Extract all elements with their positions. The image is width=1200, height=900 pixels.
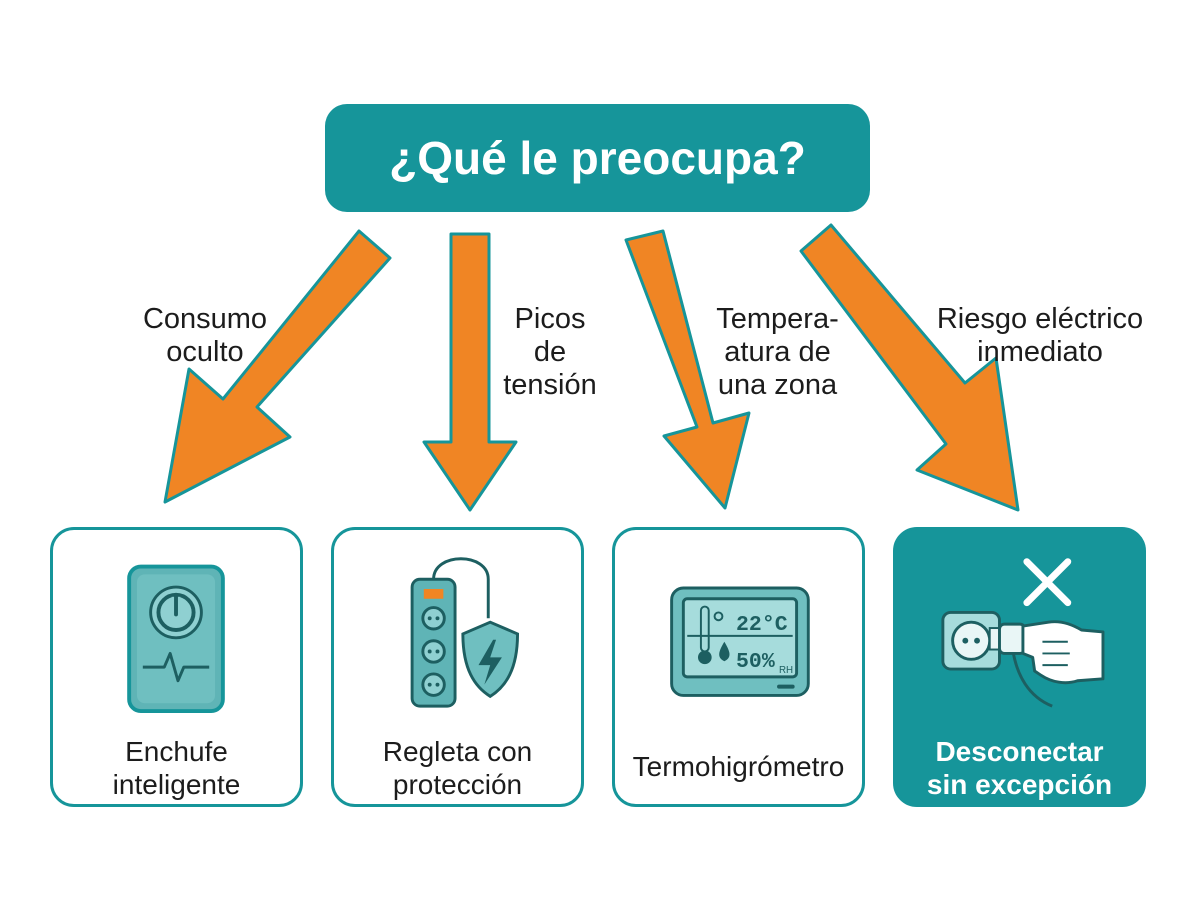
concern-label-consumo-oculto: Consumo oculto xyxy=(142,303,268,368)
unplug-hand-icon xyxy=(941,558,1105,708)
concern-label-temperatura: Tempera- atura de una zona xyxy=(716,303,839,401)
card-label: Termohigrómetro xyxy=(632,751,845,782)
arrow-picos-de-tension xyxy=(422,232,518,512)
humidity-unit: RH xyxy=(779,665,793,676)
card-desconectar: Desconectar sin excepción xyxy=(893,527,1146,807)
thermohygrometer-icon: 22°C 50% RH xyxy=(670,586,810,697)
humidity-readout: 50% xyxy=(736,650,775,674)
arrow-temperatura xyxy=(624,229,751,510)
concern-label-riesgo-electrico: Riesgo eléctrico inmediato xyxy=(936,303,1144,368)
card-label: Enchufe inteligente xyxy=(112,736,241,800)
arrow-riesgo-electrico xyxy=(799,223,1020,512)
card-termohigrometro: 22°C 50% RH Termohigrómetro xyxy=(612,527,865,807)
card-label: Regleta con protección xyxy=(382,736,533,800)
concern-label-picos-de-tension: Picos de tensión xyxy=(503,303,597,401)
surge-protector-strip-icon xyxy=(410,557,520,708)
card-label: Desconectar sin excepción xyxy=(926,736,1113,800)
arrow-consumo-oculto xyxy=(163,229,392,504)
card-regleta-con-proteccion: Regleta con protección xyxy=(331,527,584,807)
question-title: ¿Qué le preocupa? xyxy=(325,104,870,212)
temperature-readout: 22°C xyxy=(736,613,788,637)
smart-plug-icon xyxy=(127,564,225,713)
card-enchufe-inteligente: Enchufe inteligente xyxy=(50,527,303,807)
